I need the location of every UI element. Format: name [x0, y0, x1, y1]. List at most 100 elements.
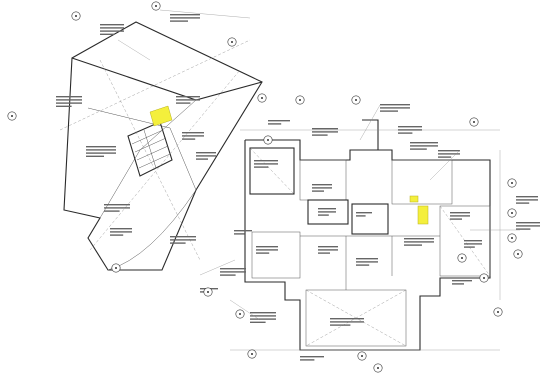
grid-marker-dot	[511, 212, 513, 214]
annotation-text-line	[250, 315, 276, 317]
grid-marker-dot	[511, 182, 513, 184]
annotation-text-line	[250, 312, 276, 314]
annotation-text-line	[438, 150, 460, 152]
wing-room-wall	[87, 107, 197, 191]
construction-line	[249, 147, 295, 195]
room-living	[305, 289, 407, 347]
grid-marker-dot	[511, 237, 513, 239]
annotation-text-line	[176, 96, 200, 98]
annotation-text-line	[182, 132, 204, 134]
annotation-text-line	[170, 239, 196, 241]
annotation-text-line	[450, 212, 470, 214]
annotation-text-line	[170, 236, 196, 238]
annotation-text-line	[330, 318, 364, 320]
grid-marker-dot	[75, 15, 77, 17]
annotation-text-line	[404, 244, 422, 246]
grid-marker-dot	[483, 277, 485, 279]
grid-marker-dot	[361, 355, 363, 357]
annotation-text-line	[398, 129, 422, 131]
annotation-text-line	[220, 271, 246, 273]
annotation-text-line	[356, 258, 378, 260]
annotation-text-line	[176, 102, 191, 104]
annotation-text-line	[356, 215, 366, 217]
annotation-text-line	[256, 249, 278, 251]
annotation-text-line	[110, 234, 124, 236]
annotation-text-line	[170, 17, 200, 19]
annotation-text-line	[110, 228, 132, 230]
annotation-text-line	[312, 184, 332, 186]
annotation-text-line	[450, 218, 462, 220]
annotation-text-line	[516, 202, 530, 204]
stair-tread	[134, 137, 167, 153]
annotation-text-line	[56, 105, 72, 107]
annotation-text-line	[438, 153, 460, 155]
annotation-text-line	[196, 155, 216, 157]
room-kitchen	[299, 159, 347, 201]
stair-tread	[136, 145, 169, 161]
construction-line	[439, 205, 491, 277]
annotation-text-line	[182, 138, 196, 140]
annotation-text-line	[100, 24, 124, 26]
stair-tread	[131, 129, 164, 145]
grid-marker-dot	[473, 121, 475, 123]
annotation-text-line	[170, 242, 186, 244]
annotation-text-line	[330, 324, 351, 326]
annotation-text-line	[318, 208, 336, 210]
annotation-text-line	[464, 243, 482, 245]
annotation-text-line	[182, 135, 204, 137]
rotated-wing-outline	[63, 21, 263, 271]
grid-marker-dot	[299, 99, 301, 101]
room-bedroom	[439, 205, 491, 277]
main-house-outline	[244, 139, 491, 351]
construction-line	[59, 39, 251, 131]
wing-curved-wall	[107, 189, 197, 271]
annotation-notes	[56, 14, 540, 361]
annotation-text-line	[256, 252, 270, 254]
annotation-text-line	[234, 233, 245, 235]
main-house	[230, 119, 501, 351]
annotation-text-line	[410, 145, 438, 147]
grid-marker-dot	[155, 5, 157, 7]
annotation-text-line	[516, 199, 538, 201]
annotation-text-line	[410, 142, 438, 144]
annotation-text-line	[256, 246, 278, 248]
room-master	[391, 159, 453, 205]
grid-marker-dot	[497, 311, 499, 313]
annotation-text-line	[104, 210, 120, 212]
room-dining	[251, 231, 301, 279]
highlight-plumbing-note	[417, 205, 429, 225]
annotation-text-line	[516, 222, 540, 224]
annotation-text-line	[220, 274, 236, 276]
annotation-text-line	[196, 152, 216, 154]
annotation-text-line	[220, 268, 246, 270]
annotation-text-line	[312, 134, 328, 136]
annotation-text-line	[356, 212, 372, 214]
annotation-text-line	[356, 261, 378, 263]
annotation-text-line	[56, 99, 82, 101]
grid-marker-dot	[267, 139, 269, 141]
grid-marker-dot	[11, 115, 13, 117]
annotation-text-line	[318, 214, 329, 216]
leader-line	[199, 259, 236, 276]
annotation-text-line	[196, 158, 208, 160]
annotation-text-line	[300, 359, 315, 361]
annotation-text-line	[380, 107, 410, 109]
annotation-text-line	[312, 190, 324, 192]
annotation-text-line	[56, 96, 82, 98]
annotation-text-line	[380, 104, 410, 106]
annotation-text-line	[318, 211, 336, 213]
grid-marker-dot	[251, 353, 253, 355]
annotation-text-line	[176, 99, 200, 101]
rotated-wing	[59, 21, 263, 271]
grid-marker-dot	[207, 291, 209, 293]
entry-projection	[362, 119, 379, 150]
annotation-text-line	[86, 152, 116, 154]
annotation-text-line	[234, 230, 252, 232]
annotation-text-line	[452, 283, 464, 285]
annotation-text-line	[464, 246, 475, 248]
highlight-stair-note	[149, 105, 173, 127]
grid-markers	[7, 1, 523, 373]
grid-marker-dot	[261, 97, 263, 99]
